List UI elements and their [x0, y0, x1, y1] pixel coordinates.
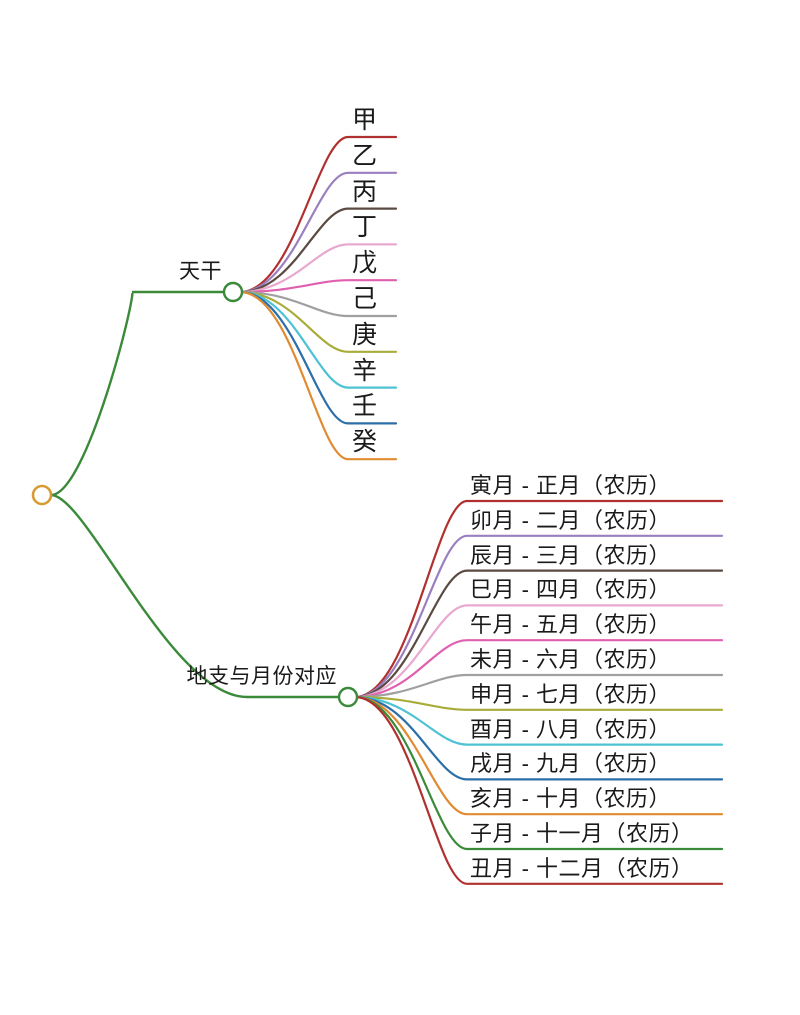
- leaf-connector: [238, 171, 398, 294]
- leaf-connector: [353, 604, 724, 699]
- leaf-label-tiangan-0[interactable]: 甲: [352, 106, 378, 134]
- leaf-label-dizhi-0[interactable]: 寅月 - 正月（农历）: [470, 473, 672, 498]
- leaf-label-tiangan-1[interactable]: 乙: [352, 141, 378, 170]
- leaf-label-tiangan-6[interactable]: 庚: [352, 320, 378, 349]
- trunk-connector-tiangan: [49, 290, 226, 497]
- leaf-label-tiangan-3[interactable]: 丁: [352, 213, 378, 242]
- leaf-connector: [353, 639, 724, 699]
- leaf-connector: [353, 695, 724, 816]
- leaf-label-dizhi-1[interactable]: 卯月 - 二月（农历）: [470, 507, 672, 533]
- leaf-label-tiangan-7[interactable]: 辛: [352, 356, 378, 385]
- leaf-label-dizhi-7[interactable]: 酉月 - 八月（农历）: [470, 716, 672, 742]
- branch-label-dizhi[interactable]: 地支与月份对应: [186, 665, 337, 688]
- leaf-label-dizhi-2[interactable]: 辰月 - 三月（农历）: [470, 542, 672, 568]
- leaf-connector: [353, 695, 724, 711]
- branch-node-dizhi[interactable]: [337, 686, 359, 708]
- branch-label-tiangan[interactable]: 天干: [179, 260, 222, 283]
- leaf-connector: [238, 290, 398, 461]
- leaf-connector: [238, 290, 398, 389]
- leaf-connector: [353, 695, 724, 781]
- leaf-label-tiangan-4[interactable]: 戊: [352, 249, 378, 278]
- leaf-connector: [353, 673, 724, 699]
- leaf-label-tiangan-8[interactable]: 壬: [352, 392, 378, 421]
- leaf-label-dizhi-9[interactable]: 亥月 - 十月（农历）: [470, 786, 672, 812]
- leaf-connector: [238, 290, 398, 318]
- leaf-connector: [238, 279, 398, 294]
- leaf-connector: [238, 207, 398, 294]
- leaf-connector: [238, 135, 398, 294]
- trunk-connector-dizhi: [49, 493, 341, 699]
- leaf-connector: [238, 290, 398, 425]
- leaf-connector: [353, 695, 724, 746]
- leaf-label-dizhi-3[interactable]: 巳月 - 四月（农历）: [470, 577, 672, 603]
- leaf-label-dizhi-8[interactable]: 戌月 - 九月（农历）: [470, 751, 672, 777]
- leaf-label-dizhi-10[interactable]: 子月 - 十一月（农历）: [470, 821, 694, 846]
- branch-node-tiangan[interactable]: [222, 281, 244, 303]
- leaf-label-tiangan-2[interactable]: 丙: [352, 177, 378, 206]
- leaf-connector: [353, 534, 724, 699]
- root-node[interactable]: [31, 484, 53, 506]
- leaf-connector: [353, 695, 724, 885]
- leaf-label-dizhi-6[interactable]: 申月 - 七月（农历）: [470, 681, 672, 707]
- leaf-connector: [353, 695, 724, 851]
- leaf-label-dizhi-4[interactable]: 午月 - 五月（农历）: [470, 612, 672, 638]
- leaf-label-tiangan-5[interactable]: 己: [352, 285, 378, 313]
- leaf-connector: [238, 243, 398, 294]
- leaf-connector: [353, 569, 724, 699]
- leaf-connector: [353, 499, 724, 699]
- leaf-label-dizhi-5[interactable]: 未月 - 六月（农历）: [470, 647, 672, 672]
- leaf-label-tiangan-9[interactable]: 癸: [352, 428, 378, 457]
- leaf-connector: [238, 290, 398, 353]
- leaf-label-dizhi-11[interactable]: 丑月 - 十二月（农历）: [470, 855, 694, 881]
